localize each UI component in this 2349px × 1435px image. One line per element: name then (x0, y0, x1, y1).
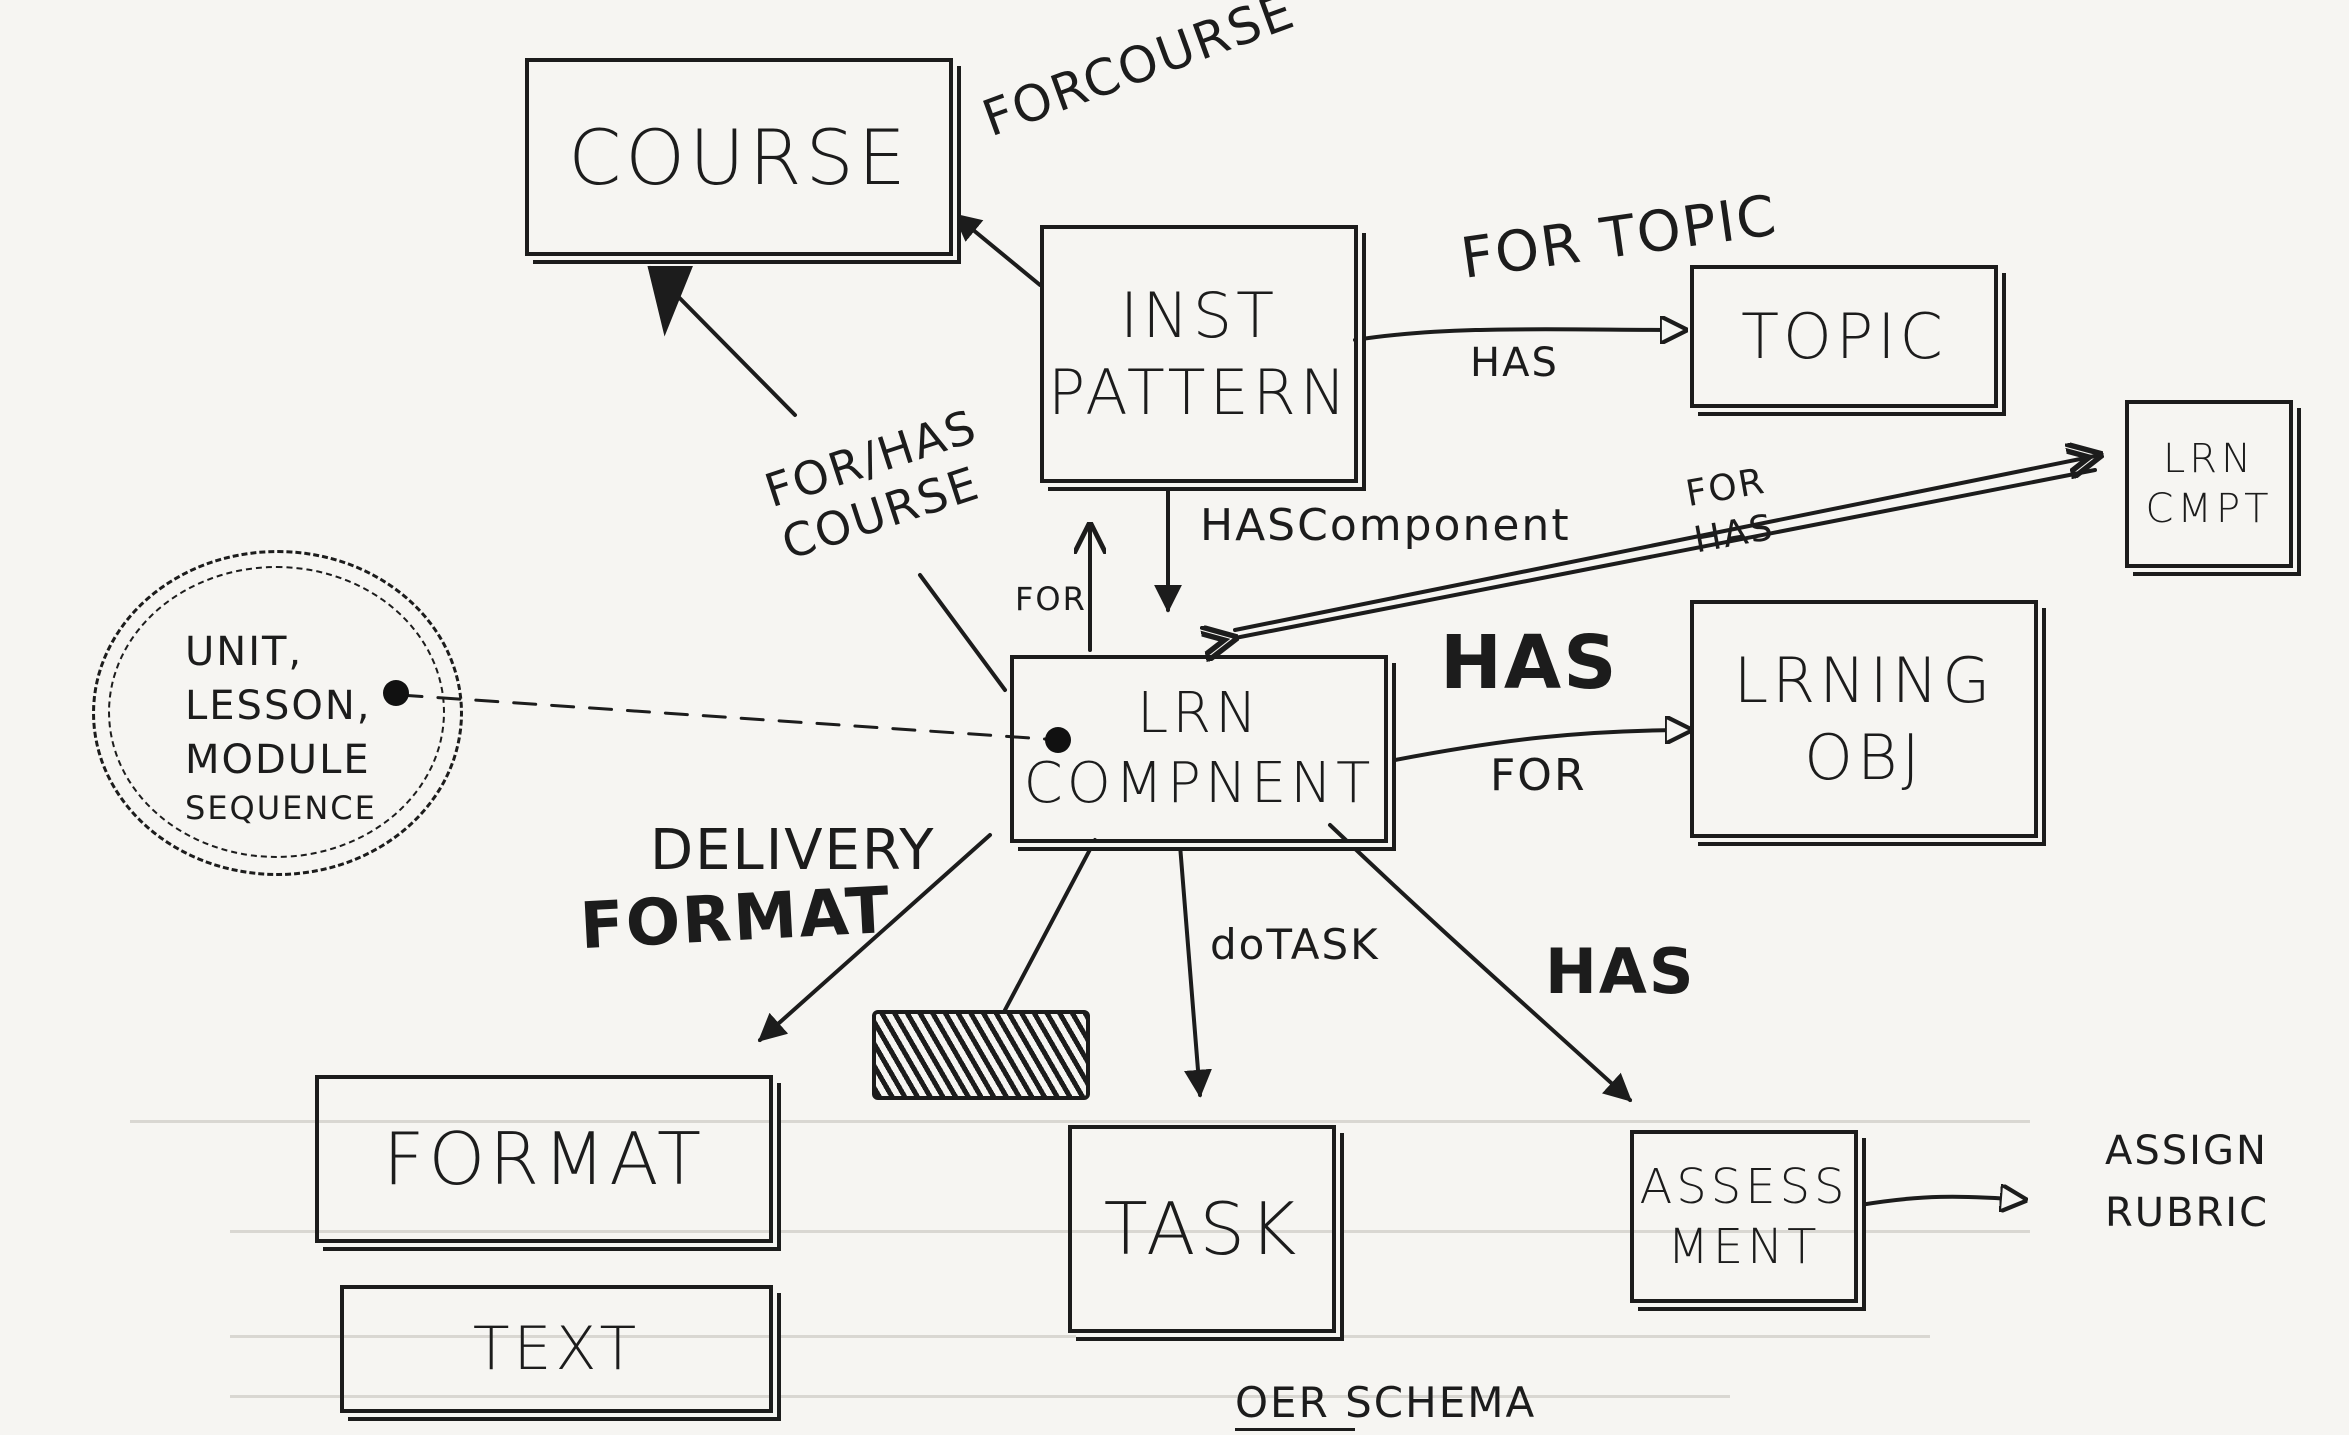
sequence-note: UNIT, LESSON, MODULE SEQUENCE (185, 625, 377, 830)
topic-entity: TOPIC (1690, 265, 1998, 408)
format-label: FORMAT (383, 1117, 705, 1201)
sequence-note-line-1: UNIT, (185, 629, 304, 675)
edge-delivery-format (757, 833, 992, 1042)
label-delivery: DELIVERY (650, 818, 936, 883)
assessment-line-1: ASSESS (1639, 1158, 1849, 1215)
sequence-note-line-2: LESSON, (185, 683, 372, 729)
edge-for-course (952, 213, 1042, 287)
text-label: TEXT (472, 1313, 641, 1384)
lrn-cmpt-entity: LRN CMPT (2125, 400, 2293, 568)
text-entity: TEXT (340, 1285, 773, 1413)
edge-has-obj (1393, 730, 1690, 762)
edge-has-assess (1328, 823, 1633, 1102)
paper-bleed-line (230, 1230, 2030, 1233)
label-has-assess: HAS (1545, 935, 1696, 1008)
scribbled-out-box (872, 1010, 1090, 1100)
label-assign-rubric: ASSIGN RUBRIC (2105, 1120, 2269, 1244)
lrning-obj-line-1: LRNING (1733, 643, 1995, 717)
edge-do-task (1178, 843, 1212, 1098)
paper-bleed-line (130, 1120, 2030, 1123)
paper-bleed-line (230, 1395, 1730, 1398)
sequence-note-line-4: SEQUENCE (185, 789, 377, 827)
diagram-caption: OER SCHEMA (1235, 1378, 1537, 1427)
caption-underline (1235, 1428, 1355, 1431)
label-for-obj: FOR (1490, 750, 1587, 801)
label-has-component: HASComponent (1200, 500, 1571, 551)
lrn-component-line-2: COMPNENT (1023, 751, 1375, 816)
label-has-obj: HAS (1440, 620, 1619, 706)
edge-course-arrowhead (647, 266, 693, 337)
lrning-obj-entity: LRNING OBJ (1690, 600, 2038, 838)
label-assign-rubric-line-1: ASSIGN (2105, 1128, 2268, 1174)
inst-pattern-line-1: INST (1120, 278, 1278, 352)
lrn-cmpt-line-2: CMPT (2145, 486, 2273, 532)
assessment-entity: ASSESS MENT (1630, 1130, 1858, 1303)
label-do-task: doTASK (1210, 920, 1380, 969)
topic-label: TOPIC (1741, 299, 1947, 373)
sequence-dot-right (1045, 727, 1071, 753)
edge-for-has-cmpt-a (1233, 455, 2100, 632)
task-entity: TASK (1068, 1125, 1336, 1333)
sequence-dot-left (383, 680, 409, 706)
format-entity: FORMAT (315, 1075, 773, 1243)
course-entity: COURSE (525, 58, 953, 256)
sequence-ellipse (92, 550, 463, 876)
edge-for-has-cmpt-b (1235, 468, 2097, 638)
lrn-component-entity: LRN COMPNENT (1010, 655, 1388, 843)
label-for-has-cmpt: FOR HAS (1682, 459, 1778, 565)
label-assign-rubric-line-2: RUBRIC (2105, 1190, 2270, 1236)
assessment-line-2: MENT (1667, 1218, 1821, 1275)
edge-sequence (398, 693, 1062, 742)
inst-pattern-line-2: PATTERN (1047, 356, 1351, 429)
lrn-component-line-1: LRN (1137, 681, 1261, 746)
edge-assign-rubric (1858, 1197, 2025, 1205)
label-for-up: FOR (1015, 580, 1087, 618)
sequence-ellipse-inner (108, 566, 445, 858)
lrn-cmpt-line-1: LRN (2163, 436, 2255, 482)
edge-has-topic (1353, 329, 1685, 340)
edge-scribbled (1003, 838, 1097, 1012)
task-label: TASK (1103, 1187, 1301, 1271)
label-has-topic: HAS (1470, 340, 1559, 386)
sequence-note-line-3: MODULE (185, 737, 371, 783)
course-label: COURSE (568, 112, 910, 202)
lrning-obj-line-2: OBJ (1804, 721, 1924, 794)
inst-pattern-entity: INST PATTERN (1040, 225, 1358, 483)
paper-bleed-line (230, 1335, 1930, 1338)
